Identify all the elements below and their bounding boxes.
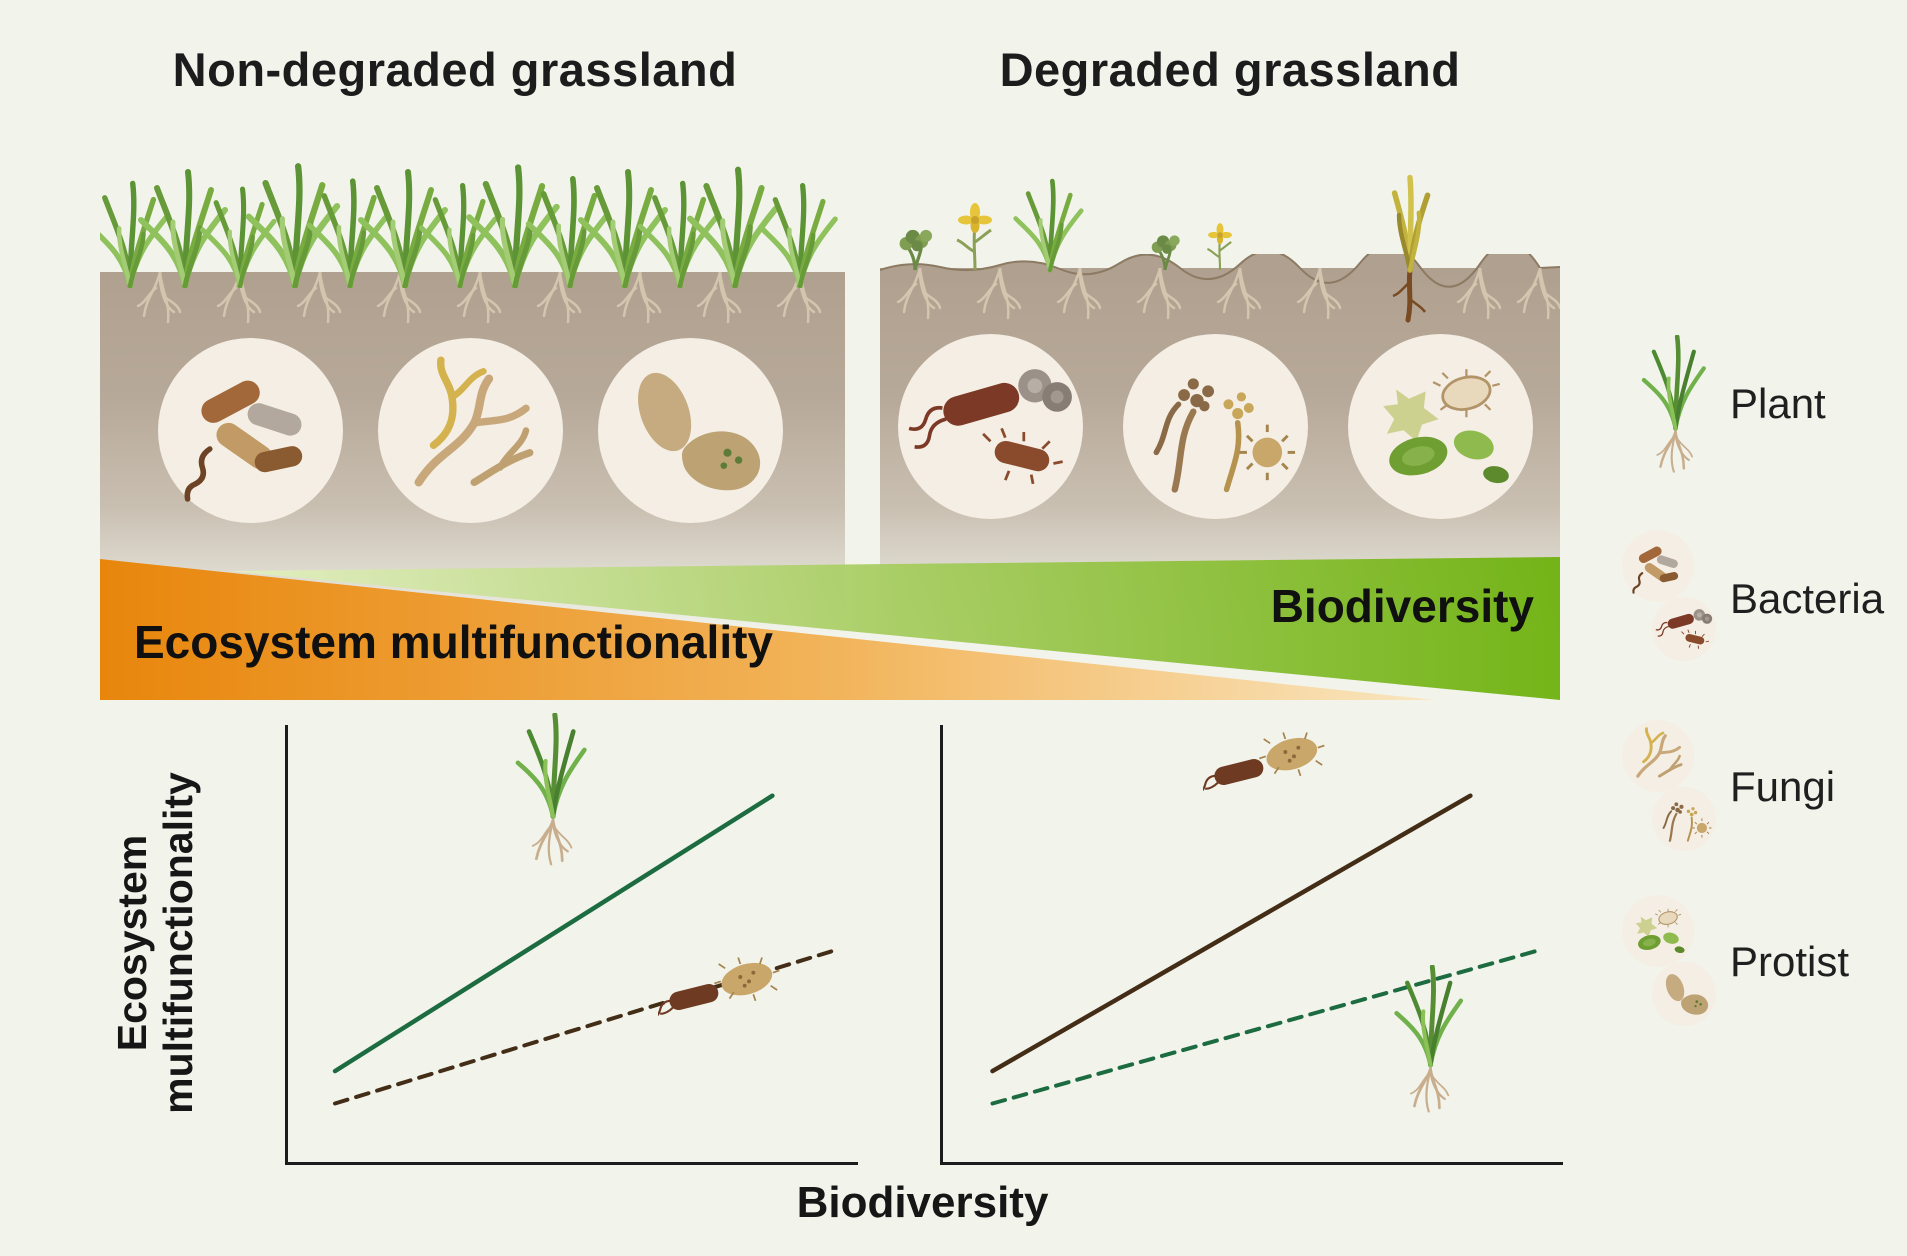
emf-wedge-triangle — [100, 559, 1435, 700]
protist-circle-nondegraded — [598, 338, 783, 523]
fungi-icon — [1123, 334, 1308, 519]
roots-illustration — [896, 268, 1560, 323]
bacteria-circle-nondegraded — [158, 338, 343, 523]
chart-plot-degraded — [990, 793, 1544, 1106]
chart-degraded — [940, 725, 1563, 1165]
y-axis-label: Ecosystem multifunctionality — [109, 723, 220, 1163]
y-axis-label-line1: Ecosystem — [109, 834, 155, 1052]
chart-non-degraded — [285, 725, 858, 1165]
fungi-icon — [1622, 720, 1694, 792]
bacteria-icon — [158, 338, 343, 523]
wedge-emf-label: Ecosystem multifunctionality — [134, 616, 774, 668]
fungi-circle-nondegraded — [378, 338, 563, 523]
biodiversity-emf-wedge: Ecosystem multifunctionality Biodiversit… — [100, 557, 1560, 700]
legend-label-fungi: Fungi — [1730, 763, 1836, 810]
plant-icon — [1628, 335, 1723, 475]
legend: Plant Bacteria Fungi — [1600, 335, 1907, 1055]
wedge-shapes — [100, 557, 1560, 700]
protist-icon — [1652, 962, 1716, 1026]
protist-icon — [628, 365, 761, 491]
fungi-circle-degraded — [1123, 334, 1308, 519]
degraded-title: Degraded grassland — [999, 43, 1461, 96]
degraded-plants-illustration — [897, 112, 1560, 277]
protist-icon — [1622, 895, 1694, 967]
legend-label-plant: Plant — [1730, 380, 1826, 427]
soil-surface-line — [880, 254, 1560, 288]
fungi-icon — [1652, 787, 1716, 851]
wedge-biodiversity-label: Biodiversity — [1270, 580, 1534, 632]
bacteria-icon — [1652, 597, 1716, 661]
protist-icon — [1381, 367, 1512, 487]
fungi-icon — [378, 338, 563, 523]
biodiversity-wedge-triangle — [228, 557, 1560, 700]
chart-plot-non-degraded — [332, 793, 840, 1106]
x-axis-label: Biodiversity — [796, 1178, 1049, 1227]
bacteria-icon — [1622, 530, 1694, 602]
protist-circle-degraded — [1348, 334, 1533, 519]
bacteria-icon — [907, 367, 1074, 486]
y-axis-label-line2: multifunctionality — [154, 772, 201, 1114]
bacteria-circle-degraded — [898, 334, 1083, 519]
grass-illustration — [100, 108, 845, 288]
legend-label-protist: Protist — [1730, 938, 1850, 985]
non-degraded-title: Non-degraded grassland — [172, 43, 738, 96]
legend-label-bacteria: Bacteria — [1730, 575, 1885, 622]
